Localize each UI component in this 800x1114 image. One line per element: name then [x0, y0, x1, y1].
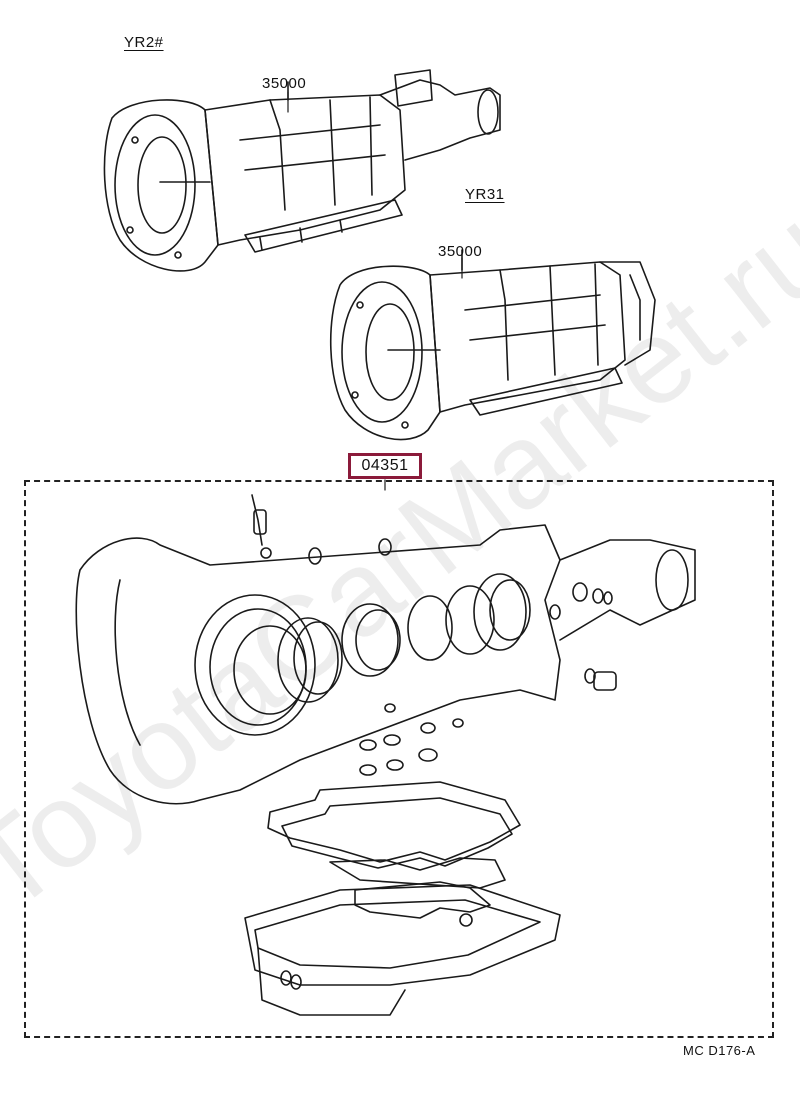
model-label-yr31: YR31 [465, 186, 505, 203]
kit-boundary-box [24, 480, 774, 1038]
transmission-yr2-drawing [103, 69, 501, 272]
diagram-code: MC D176-A [683, 1043, 756, 1058]
transmission-yr31-drawing [329, 249, 656, 441]
part-number-35000-b: 35000 [438, 243, 483, 260]
overhaul-kit-drawing [75, 494, 696, 1016]
model-label-yr2: YR2# [124, 34, 164, 51]
kit-part-number-highlight[interactable]: 04351 [348, 453, 422, 479]
kit-part-number: 04351 [361, 457, 409, 474]
part-number-35000-a: 35000 [262, 75, 307, 92]
